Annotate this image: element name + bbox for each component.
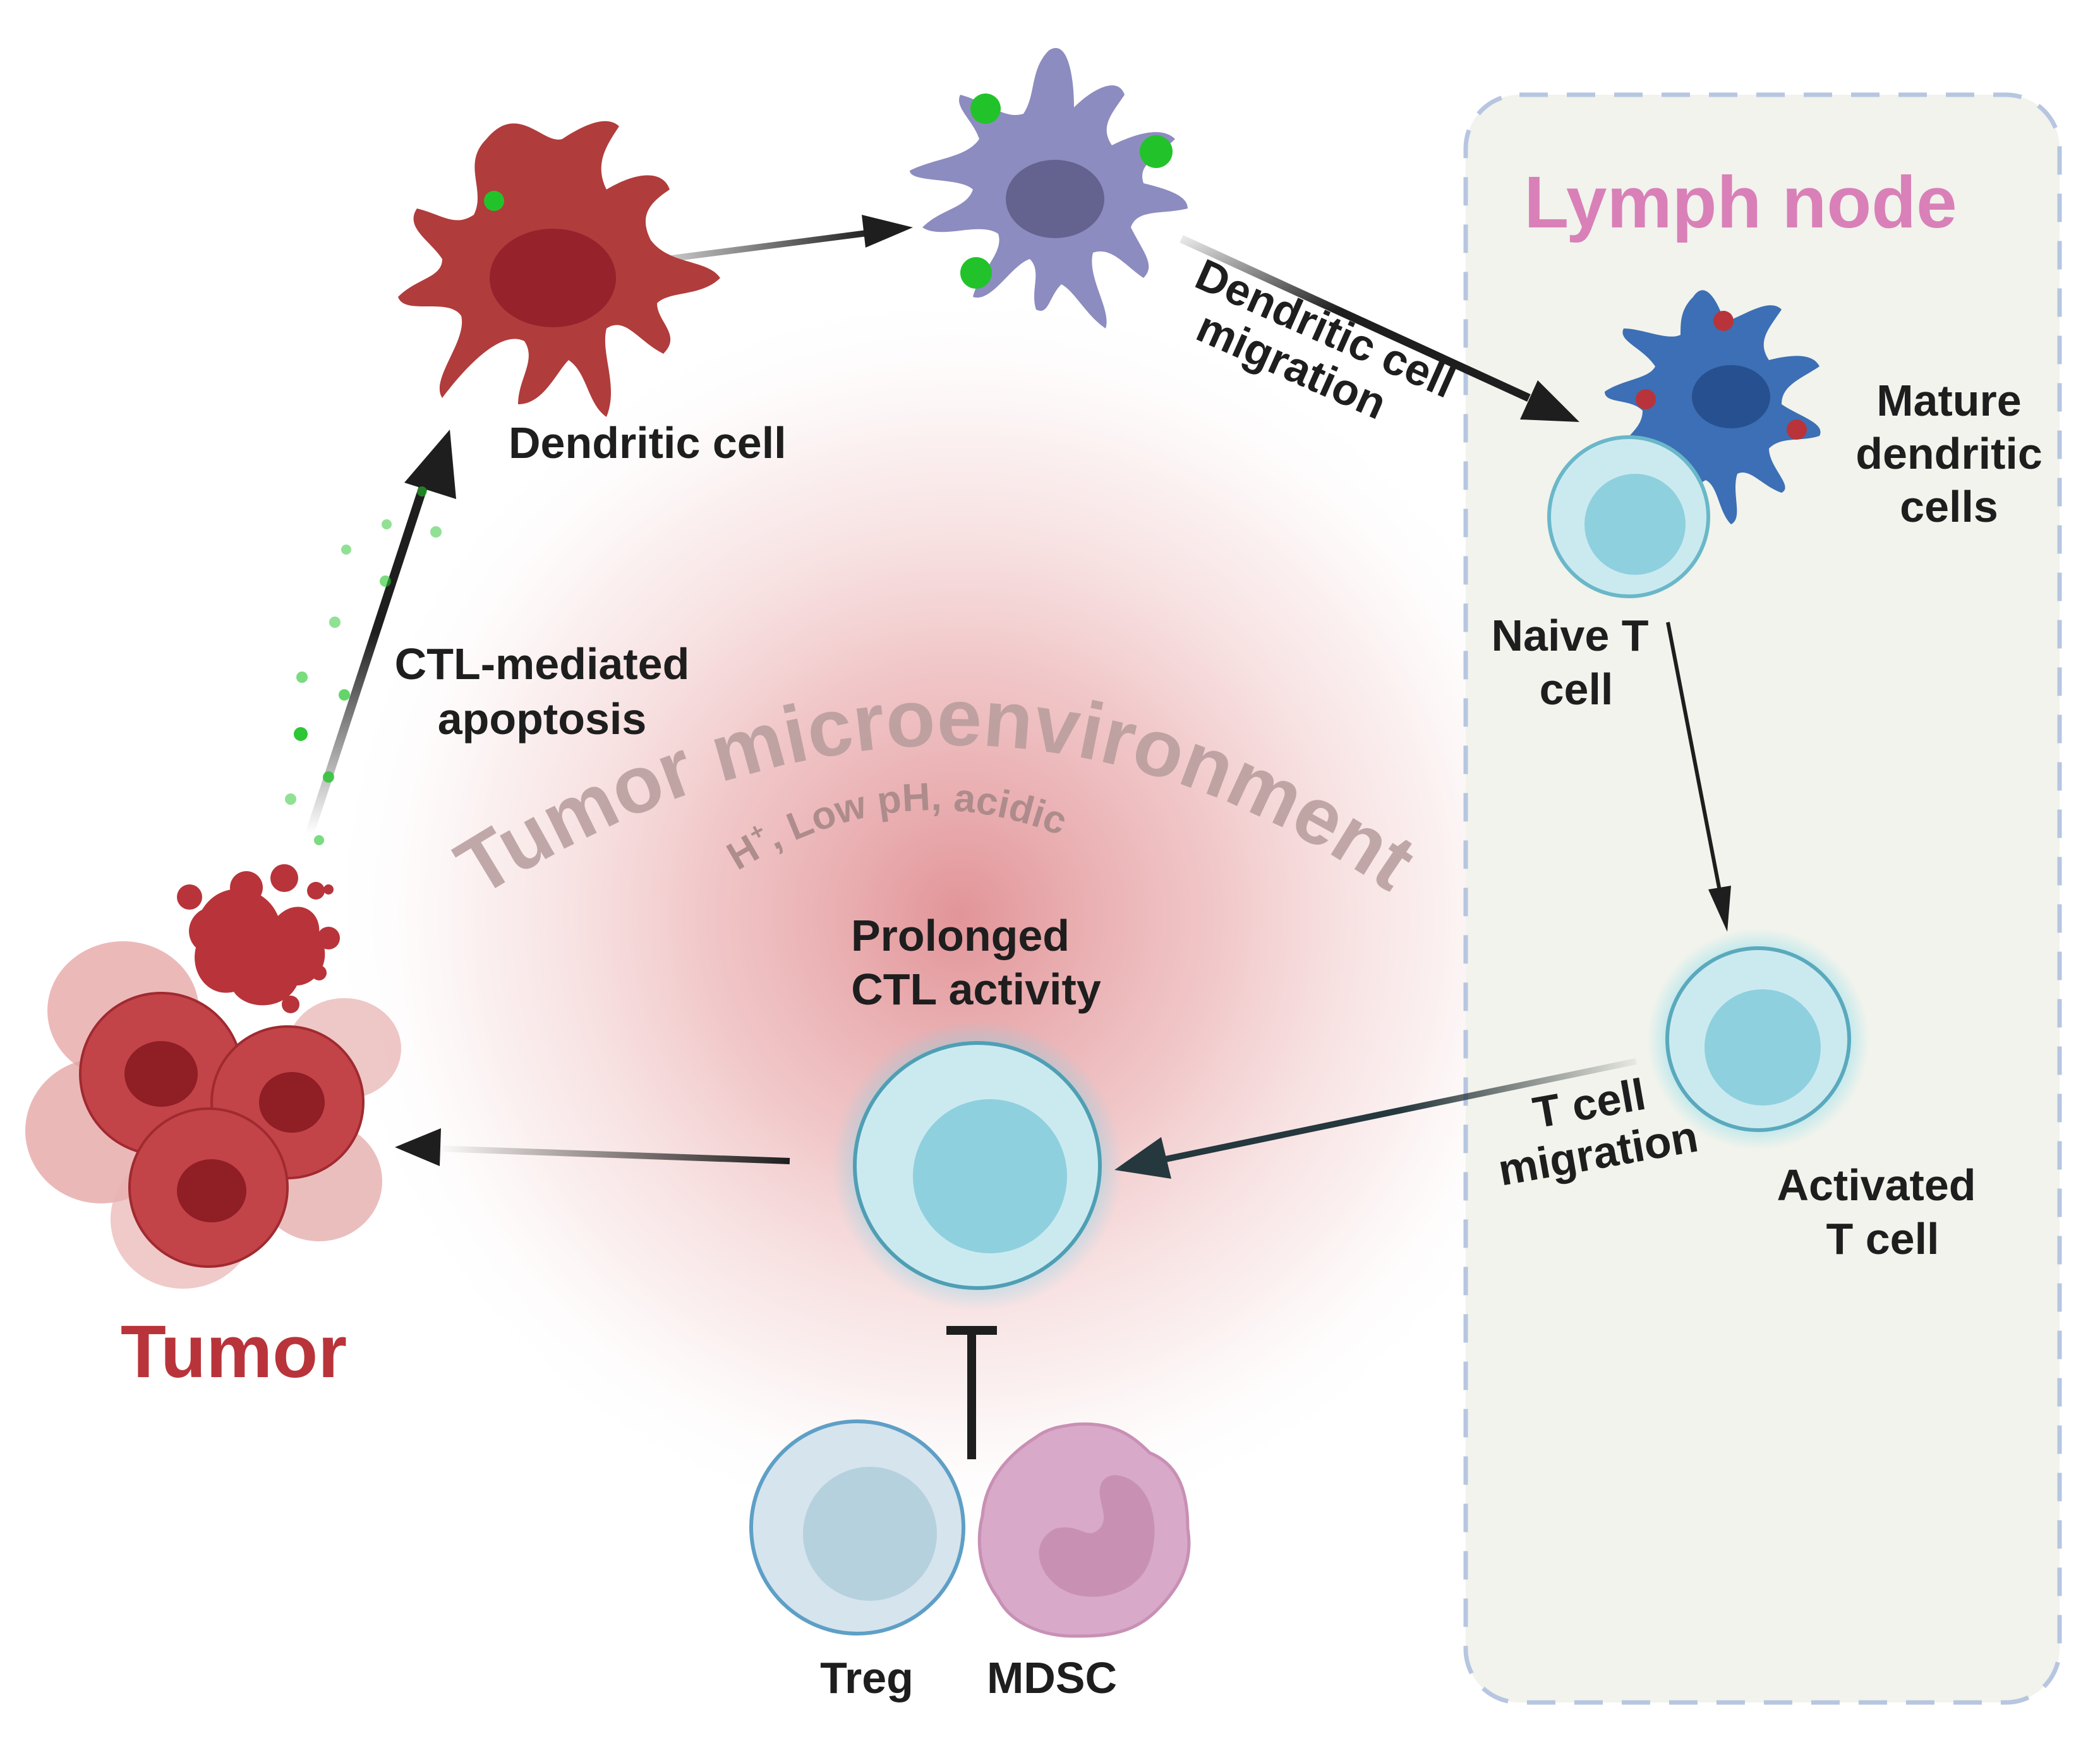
svg-text:T cell: T cell	[1826, 1214, 1940, 1263]
svg-text:CTL-mediated: CTL-mediated	[395, 639, 690, 689]
svg-text:dendritic: dendritic	[1856, 429, 2043, 478]
arrow-t-cell-migration	[1114, 1058, 1638, 1179]
lymph-node-title: Lymph node	[1524, 161, 1957, 243]
mdsc-label: MDSC	[987, 1653, 1117, 1702]
activated-t-cell	[1648, 929, 1869, 1150]
svg-text:apoptosis: apoptosis	[438, 694, 647, 744]
arrow-naive-to-activated-t-cell	[1666, 622, 1731, 932]
inhibition-bar	[946, 1326, 997, 1459]
treg-label: Treg	[820, 1653, 914, 1702]
arrow-ctl-to-tumor	[395, 1128, 790, 1166]
cytotoxic-t-cell	[832, 1020, 1123, 1311]
tumor-label: Tumor	[121, 1310, 347, 1394]
tumor-cluster	[25, 864, 401, 1289]
mdsc-cell	[977, 1422, 1191, 1638]
antigen-particles	[285, 486, 442, 845]
antigen-loaded-dendritic-cell	[910, 48, 1188, 328]
activated-t-cell-label: Activated T cell	[1777, 1160, 1976, 1263]
tumor-microenvironment-glow	[322, 284, 1598, 1548]
naive-t-cell-label: Naive T cell	[1492, 611, 1649, 714]
ctl-mediated-apoptosis-label: CTL-mediated apoptosis	[395, 639, 690, 744]
svg-text:Mature: Mature	[1876, 376, 2021, 425]
dendritic-cell	[398, 121, 720, 417]
svg-text:CTL activity: CTL activity	[851, 965, 1101, 1014]
mature-dendritic-cell	[1605, 290, 1821, 524]
arrow-dendritic-to-antigen-loaded-dc	[656, 215, 913, 263]
svg-text:Prolonged: Prolonged	[851, 911, 1070, 960]
treg-cell	[749, 1419, 965, 1636]
prolonged-ctl-activity-label: Prolonged CTL activity	[851, 911, 1101, 1014]
svg-text:Activated: Activated	[1777, 1160, 1976, 1210]
svg-text:Naive T: Naive T	[1492, 611, 1649, 660]
arrow-dendritic-cell-migration	[1180, 235, 1579, 422]
naive-t-cell	[1547, 435, 1710, 598]
mature-dendritic-cells-label: Mature dendritic cells	[1856, 376, 2043, 531]
dendritic-cell-label: Dendritic cell	[509, 418, 787, 467]
svg-text:cells: cells	[1900, 482, 1998, 531]
svg-text:cell: cell	[1540, 665, 1614, 714]
